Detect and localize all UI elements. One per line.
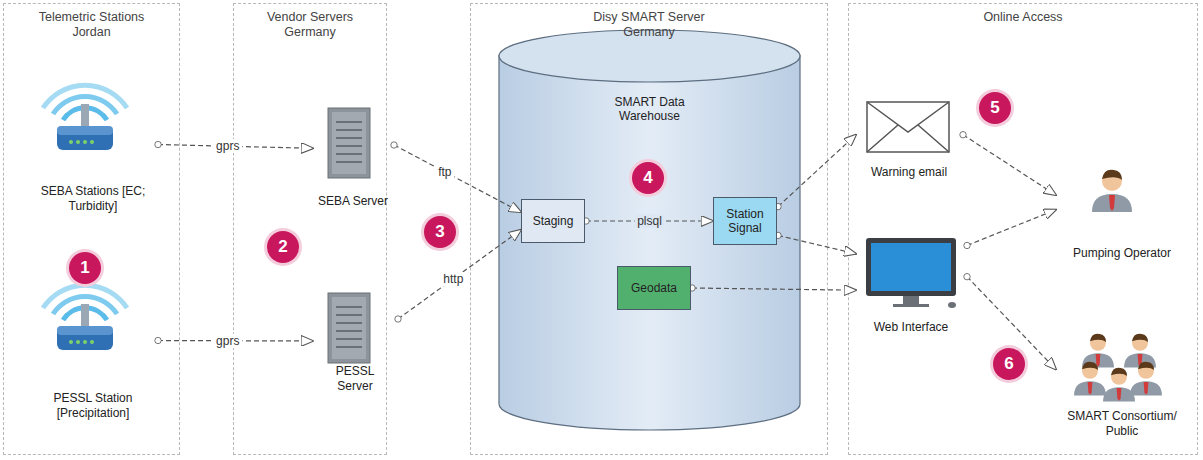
callout-number: 5 <box>979 92 1011 124</box>
column-heading: Telemetric Stations Jordan <box>29 10 154 40</box>
dashed-connector <box>963 135 1056 195</box>
router-icon <box>43 285 127 350</box>
user-group-icon: SMART Consortium/ Public <box>1056 331 1188 441</box>
email-icon: Warning email <box>856 96 962 182</box>
callout-number: 1 <box>69 252 101 284</box>
process-box: Staging <box>521 199 585 243</box>
node-label: SMART Consortium/ Public <box>1060 409 1185 438</box>
node-label: Staging <box>533 214 574 228</box>
node-label: SEBA Server <box>318 194 388 208</box>
group-icon <box>1074 334 1162 402</box>
callout-number: 3 <box>424 216 456 248</box>
protocol-label: ftp <box>435 165 454 179</box>
monitor-icon: Web Interface <box>856 233 966 337</box>
process-box: Geodata <box>617 266 691 310</box>
node-label: SMART Data Warehouse <box>600 95 700 124</box>
column-panel: Online AccessWarning emailPumping Operat… <box>848 3 1198 455</box>
protocol-label: http <box>440 272 466 286</box>
envelope-icon <box>867 102 949 152</box>
server-icon <box>328 108 370 178</box>
node-label: Geodata <box>631 281 677 295</box>
dashed-connector <box>394 145 521 212</box>
column-panel: Disy SMART Server GermanySMART Data Ware… <box>470 3 828 455</box>
dashed-connector <box>778 135 856 207</box>
dashed-connector <box>778 235 856 253</box>
server-icon <box>328 293 370 363</box>
dashed-connector <box>967 210 1056 246</box>
warehouse-cylinder: SMART Data WarehouseStaging Station Signa… <box>498 29 801 431</box>
node-label: Pumping Operator <box>1073 246 1171 260</box>
server-icon: PESSL Server <box>313 286 397 396</box>
dashed-connector <box>692 288 856 290</box>
server-icon: SEBA Server <box>313 101 393 211</box>
node-label: Warning email <box>871 165 947 179</box>
process-box: Station Signal <box>713 197 777 245</box>
node-label: Station Signal <box>717 207 773 236</box>
node-label: Web Interface <box>874 320 948 334</box>
dashed-connector <box>398 230 521 319</box>
column-heading: Online Access <box>983 10 1062 25</box>
column-heading: Disy SMART Server Germany <box>587 10 712 40</box>
protocol-label: gprs <box>213 139 242 153</box>
operator-icon <box>1092 170 1132 212</box>
protocol-label: plsql <box>634 214 665 228</box>
router-icon <box>43 85 127 150</box>
node-label: PESSL Server <box>318 364 392 393</box>
node-label: SEBA Stations [EC; Turbidity] <box>34 184 152 213</box>
node-label: PESSL Station [Precipitation] <box>34 391 152 420</box>
monitor-icon <box>866 238 956 308</box>
callout-number: 6 <box>993 348 1025 380</box>
column-panel: Telemetric Stations JordanSEBA Stations … <box>3 3 180 455</box>
callout-number: 2 <box>267 231 299 263</box>
user-icon: Pumping Operator <box>1056 166 1188 263</box>
column-heading: Vendor Servers Germany <box>260 10 360 40</box>
station-icon: PESSL Station [Precipitation] <box>29 273 157 423</box>
protocol-label: gprs <box>213 334 242 348</box>
column-panel: Vendor Servers GermanySEBA ServerPESSL S… <box>233 3 387 455</box>
callout-number: 4 <box>632 162 664 194</box>
station-icon: SEBA Stations [EC; Turbidity] <box>29 73 157 216</box>
